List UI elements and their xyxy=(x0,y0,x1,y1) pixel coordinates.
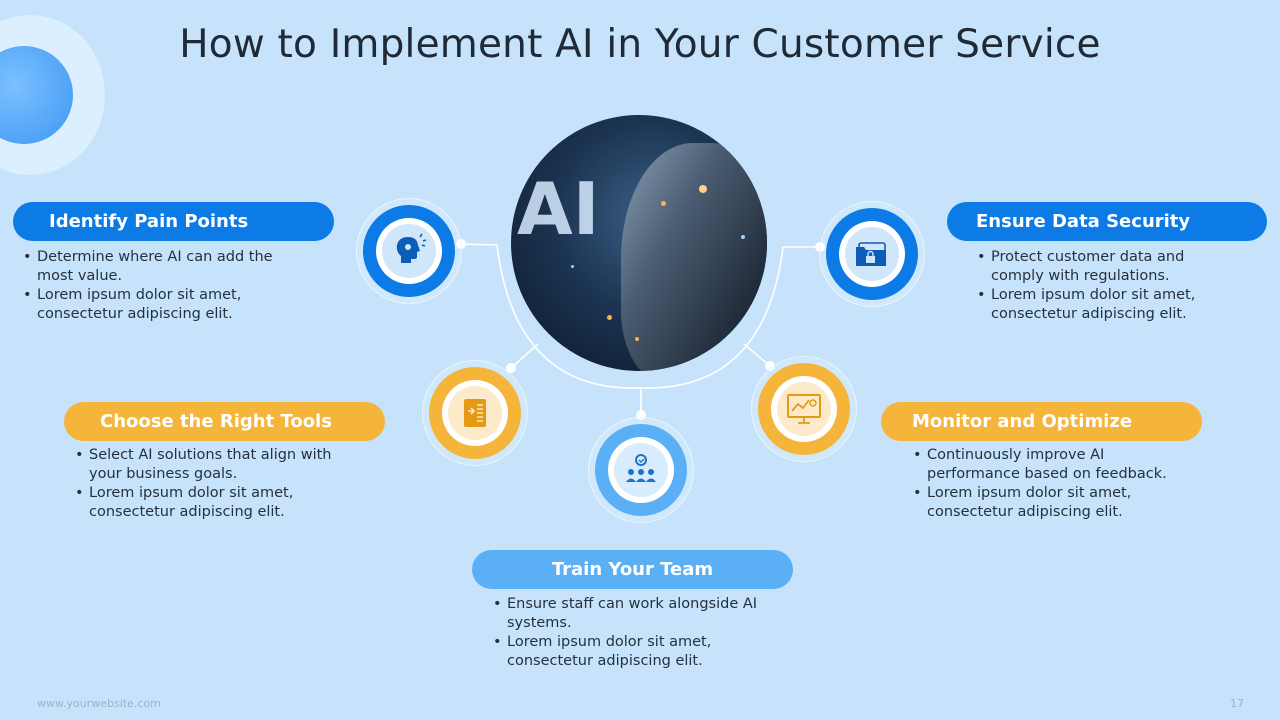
list-item: Select AI solutions that align with your… xyxy=(75,446,343,484)
footer-website: www.yourwebsite.com xyxy=(37,697,161,710)
step-bullets-tools: Select AI solutions that align with your… xyxy=(75,446,343,522)
robot-head-graphic xyxy=(621,143,767,371)
page-title: How to Implement AI in Your Customer Ser… xyxy=(179,22,1101,67)
list-item: Continuously improve AI performance base… xyxy=(913,446,1173,484)
list-item: Ensure staff can work alongside AI syste… xyxy=(493,595,761,633)
node-train xyxy=(588,417,694,523)
secure-folder-icon xyxy=(845,227,899,281)
page-number: 17 xyxy=(1230,697,1244,710)
list-item: Lorem ipsum dolor sit amet, consectetur … xyxy=(913,484,1173,522)
step-label-train: Train Your Team xyxy=(472,550,793,589)
list-item: Protect customer data and comply with re… xyxy=(977,248,1239,286)
connector-dot xyxy=(506,363,516,373)
hero-ai-text: AI xyxy=(517,167,600,251)
step-bullets-monitor: Continuously improve AI performance base… xyxy=(913,446,1173,522)
ai-hero-image: AI xyxy=(511,115,767,371)
list-item: Determine where AI can add the most valu… xyxy=(23,248,283,286)
step-label-tools: Choose the Right Tools xyxy=(64,402,385,441)
step-label-monitor: Monitor and Optimize xyxy=(881,402,1202,441)
node-identify xyxy=(356,198,462,304)
step-bullets-security: Protect customer data and comply with re… xyxy=(977,248,1239,324)
document-list-icon xyxy=(448,386,502,440)
list-item: Lorem ipsum dolor sit amet, consectetur … xyxy=(493,633,761,671)
node-tools xyxy=(422,360,528,466)
head-idea-icon xyxy=(382,224,436,278)
analytics-board-icon xyxy=(777,382,831,436)
step-label-identify: Identify Pain Points xyxy=(13,202,334,241)
connector-identify xyxy=(460,243,498,246)
list-item: Lorem ipsum dolor sit amet, consectetur … xyxy=(977,286,1239,324)
step-bullets-train: Ensure staff can work alongside AI syste… xyxy=(493,595,761,671)
connector-tools xyxy=(510,343,539,369)
step-label-security: Ensure Data Security xyxy=(947,202,1267,241)
list-item: Lorem ipsum dolor sit amet, consectetur … xyxy=(23,286,283,324)
list-item: Lorem ipsum dolor sit amet, consectetur … xyxy=(75,484,343,522)
node-monitor xyxy=(751,356,857,462)
step-bullets-identify: Determine where AI can add the most valu… xyxy=(23,248,283,324)
team-icon xyxy=(614,443,668,497)
node-security xyxy=(819,201,925,307)
